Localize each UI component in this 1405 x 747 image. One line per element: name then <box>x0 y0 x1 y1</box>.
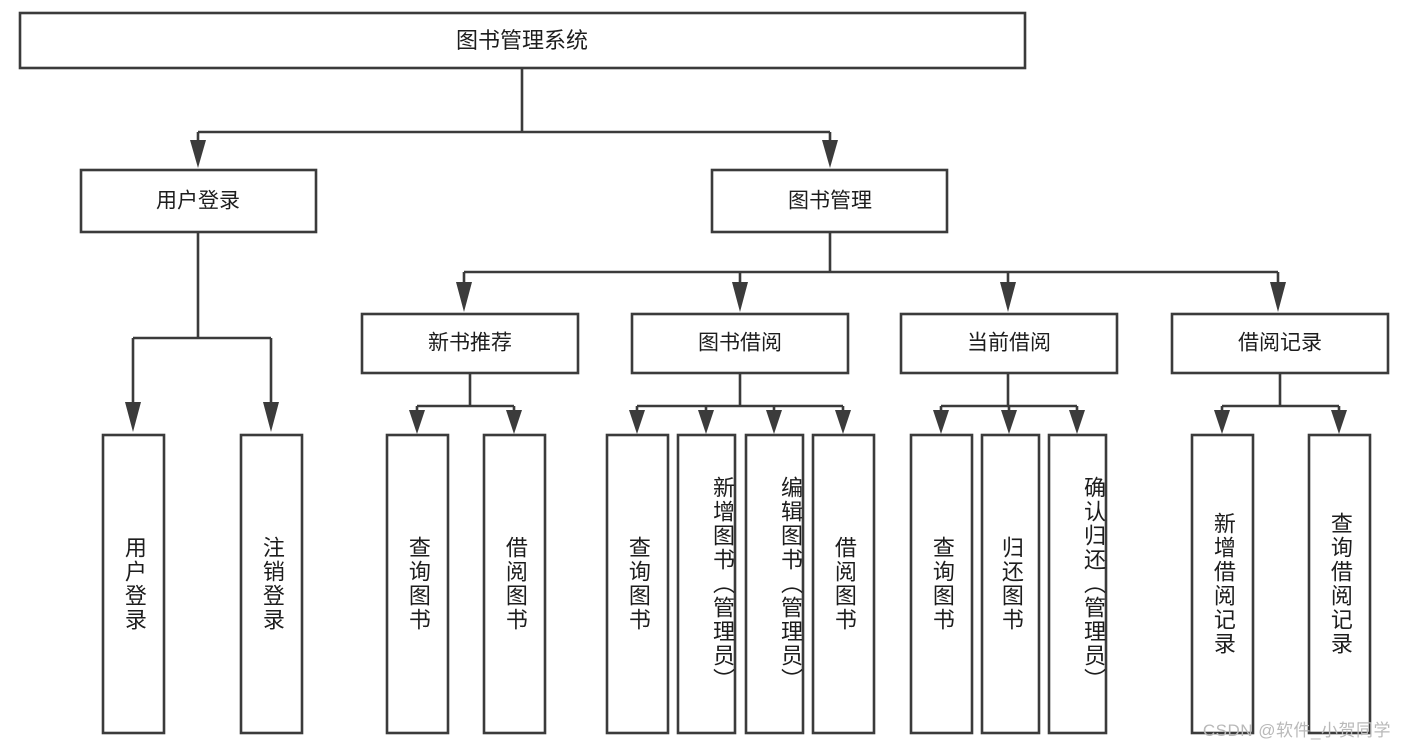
leaf-label-user-logout: 注销登录 <box>259 536 285 632</box>
edge-group-root <box>190 68 838 168</box>
node-user-login[interactable]: 用户登录 <box>79 168 318 234</box>
arrow-head-query-record <box>1331 410 1347 434</box>
node-new-book-rec-label: 新书推荐 <box>428 332 512 355</box>
leaf-box-query-record[interactable] <box>1307 433 1372 735</box>
arrow-head-add-book <box>698 410 714 434</box>
arrow-head-current-borrow <box>1000 282 1016 312</box>
arrow-head-borrow-book <box>835 410 851 434</box>
arrow-head-book-manage <box>822 140 838 168</box>
leaf-box-borrow-book[interactable] <box>811 433 876 735</box>
leaf-box-edit-book[interactable] <box>744 433 805 735</box>
leaf-label-borrow-book: 借阅图书 <box>831 536 857 632</box>
node-book-borrow-box[interactable] <box>630 312 850 375</box>
arrow-head-leaf-user-logout <box>263 402 279 432</box>
leaf-box-add-book[interactable] <box>676 433 737 735</box>
node-root-box[interactable] <box>18 11 1027 70</box>
node-new-book-rec-box[interactable] <box>360 312 580 375</box>
leaf-label-query-book-current: 查询图书 <box>929 536 955 632</box>
leaf-box-query-book-current[interactable] <box>909 433 974 735</box>
leaf-box-add-record[interactable] <box>1190 433 1255 735</box>
node-book-borrow-label: 图书借阅 <box>698 332 782 355</box>
arrow-head-new-book-rec <box>456 282 472 312</box>
node-borrow-record[interactable]: 借阅记录 <box>1170 312 1390 375</box>
edge-group-new-book-rec <box>409 373 522 434</box>
arrow-head-user-login <box>190 140 206 168</box>
edge-group-book-borrow <box>629 373 851 434</box>
node-user-login-box[interactable] <box>79 168 318 234</box>
arrow-head-book-borrow <box>732 282 748 312</box>
node-current-borrow[interactable]: 当前借阅 <box>899 312 1119 375</box>
node-root-label: 图书管理系统 <box>456 28 588 53</box>
node-borrow-record-box[interactable] <box>1170 312 1390 375</box>
leaf-box-query-book-borrow[interactable] <box>605 433 670 735</box>
leaf-box-user-logout[interactable] <box>239 433 304 735</box>
leaf-label-query-book-borrow: 查询图书 <box>625 536 651 632</box>
node-book-manage-box[interactable] <box>710 168 949 234</box>
arrow-head-query-book-rec <box>409 410 425 434</box>
leaf-label-add-record: 新增借阅记录 <box>1210 512 1236 656</box>
leaf-label-return-book: 归还图书 <box>998 536 1024 632</box>
leaf-box-user-login[interactable] <box>101 433 166 735</box>
arrow-head-query-book-borrow <box>629 410 645 434</box>
leaf-box-borrow-book-rec[interactable] <box>482 433 547 735</box>
node-borrow-record-label: 借阅记录 <box>1238 332 1322 355</box>
leaf-label-user-login: 用户登录 <box>121 536 147 632</box>
node-new-book-rec[interactable]: 新书推荐 <box>360 312 580 375</box>
arrow-head-borrow-book-rec <box>506 410 522 434</box>
node-book-borrow[interactable]: 图书借阅 <box>630 312 850 375</box>
arrow-head-edit-book <box>766 410 782 434</box>
node-user-login-label: 用户登录 <box>156 190 240 213</box>
leaf-box-query-book-rec[interactable] <box>385 433 450 735</box>
arrow-head-leaf-user-login <box>125 402 141 432</box>
leaf-boxes <box>101 433 1372 735</box>
csdn-watermark: CSDN @软件_小贺同学 <box>1202 721 1391 740</box>
edge-group-borrow-record <box>1214 373 1347 434</box>
arrow-head-add-record <box>1214 410 1230 434</box>
leaf-label-query-book-rec: 查询图书 <box>405 536 431 632</box>
node-current-borrow-label: 当前借阅 <box>967 332 1051 355</box>
leaf-label-query-record: 查询借阅记录 <box>1327 512 1353 656</box>
node-root[interactable]: 图书管理系统 <box>18 11 1027 70</box>
edge-group-user-login <box>125 232 279 432</box>
edge-group-current-borrow <box>933 373 1085 434</box>
edge-group-book-manage <box>456 232 1286 312</box>
leaf-label-confirm-return: 确认归还（管理员） <box>1081 476 1106 692</box>
arrow-head-query-book-current <box>933 410 949 434</box>
node-book-manage[interactable]: 图书管理 <box>710 168 949 234</box>
node-current-borrow-box[interactable] <box>899 312 1119 375</box>
arrow-head-confirm-return <box>1069 410 1085 434</box>
node-book-manage-label: 图书管理 <box>788 190 872 213</box>
leaf-label-add-book: 新增图书（管理员） <box>710 476 735 692</box>
leaf-box-return-book[interactable] <box>980 433 1041 735</box>
arrow-head-return-book <box>1001 410 1017 434</box>
leaf-label-borrow-book-rec: 借阅图书 <box>502 536 528 632</box>
leaf-box-confirm-return[interactable] <box>1047 433 1108 735</box>
arrow-head-borrow-record <box>1270 282 1286 312</box>
leaf-label-edit-book: 编辑图书（管理员） <box>778 476 803 692</box>
